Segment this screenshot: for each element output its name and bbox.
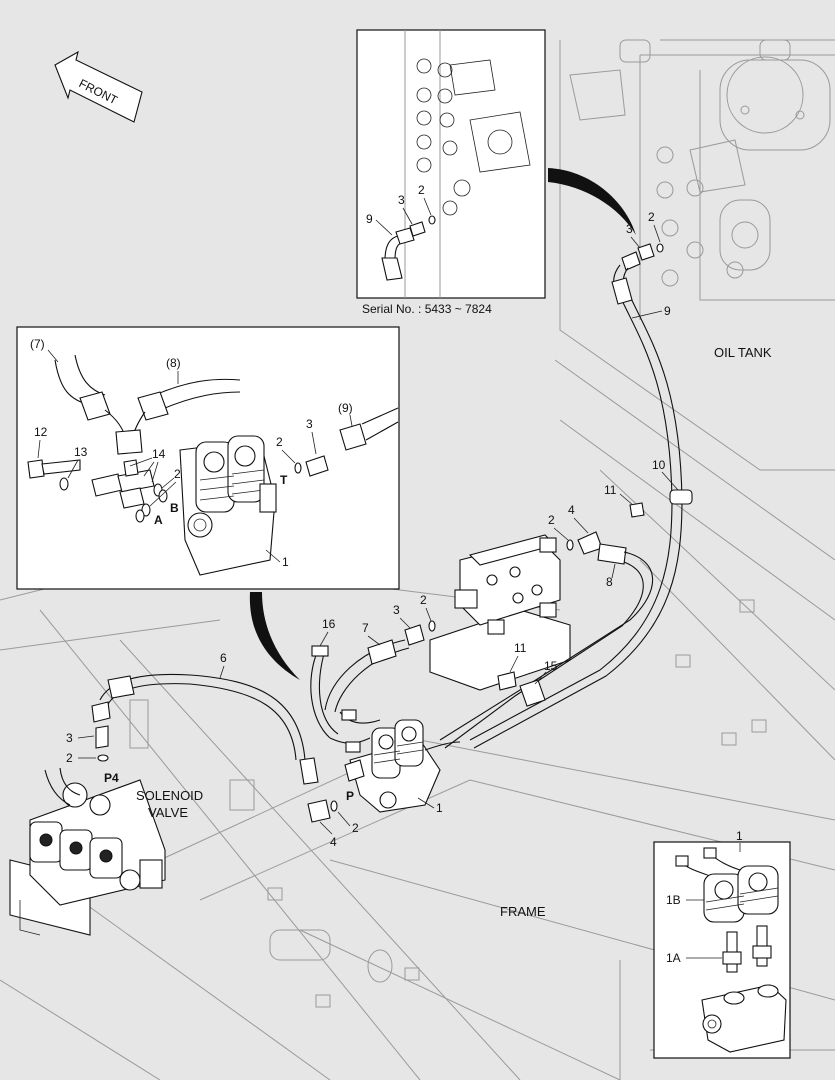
callout-16: 16 [322,617,336,631]
callout-11-upper: 11 [604,483,617,497]
front-direction-arrow: FRONT [54,50,143,123]
oil-tank-label: OIL TANK [714,345,772,360]
callout-p7: (7) [30,337,45,351]
callout-6: 6 [220,651,227,665]
frame-label: FRAME [500,904,546,919]
inset-pointer-left [249,592,300,680]
callout-1a: 1A [666,951,681,965]
callout-9-tank: 9 [664,304,671,318]
callout-12: 12 [34,425,48,439]
callout-2-elbow: 2 [548,513,555,527]
callout-2-t: 2 [276,435,283,449]
callout-3-main: 3 [393,603,400,617]
solenoid-valve-label-2: VALVE [148,805,188,820]
port-b-label: B [170,501,179,515]
valve-exploded-inset: (7) (8) 14 2 B A 12 13 [16,326,400,590]
valve-detail-inset: 1 1B 1A [653,829,791,1059]
main-valve-block: 3 2 2 4 8 7 16 15 11 [310,503,654,749]
callout-2-p: 2 [352,821,359,835]
oil-tank-hardware [569,39,805,287]
port-t-label: T [280,473,288,487]
callout-8: 8 [606,575,613,589]
serial-number-text: Serial No. : 5433 ~ 7824 [362,302,492,316]
port-p4-label: P4 [104,771,119,785]
port-a-label: A [154,513,163,527]
pilot-hose-6: 6 3 2 P4 [66,651,319,785]
callout-2-inset-left: 2 [174,467,181,481]
callout-13: 13 [74,445,88,459]
callout-1-detail: 1 [736,829,743,843]
solenoid-valve-label-1: SOLENOID [136,788,203,803]
callout-4-upper: 4 [568,503,575,517]
callout-1-main: 1 [436,801,443,815]
inset-pointer-top [548,168,636,235]
callout-14: 14 [152,447,166,461]
callout-7: 7 [362,621,369,635]
callout-p9: (9) [338,401,353,415]
solenoid-valve-bank: SOLENOID VALVE [9,767,203,936]
callout-2-tank: 2 [648,210,655,224]
port-p-label: P [346,789,354,803]
callout-3-p4: 3 [66,731,73,745]
callout-3-inset: 3 [398,193,405,207]
callout-4-lower: 4 [330,835,337,849]
oil-tank-return-hose: 3 2 9 10 11 OIL TANK [469,210,772,749]
callout-2-p4: 2 [66,751,73,765]
callout-11-lower: 11 [514,641,527,655]
solenoid-valve-assembly: 1 P 2 4 [307,709,461,849]
callout-p8: (8) [166,356,181,370]
callout-10: 10 [652,458,666,472]
background-machine-outline [0,39,835,1080]
callout-3-t: 3 [306,417,313,431]
callout-15: 15 [544,659,558,673]
serial-inset: 9 3 2 Serial No. : 5433 ~ 7824 [356,29,546,316]
callout-3-tank: 3 [626,222,633,236]
callout-1b: 1B [666,893,681,907]
callout-2-inset: 2 [418,183,425,197]
callout-2-main: 2 [420,593,427,607]
callout-9-inset: 9 [366,212,373,226]
callout-1-inset: 1 [282,555,289,569]
